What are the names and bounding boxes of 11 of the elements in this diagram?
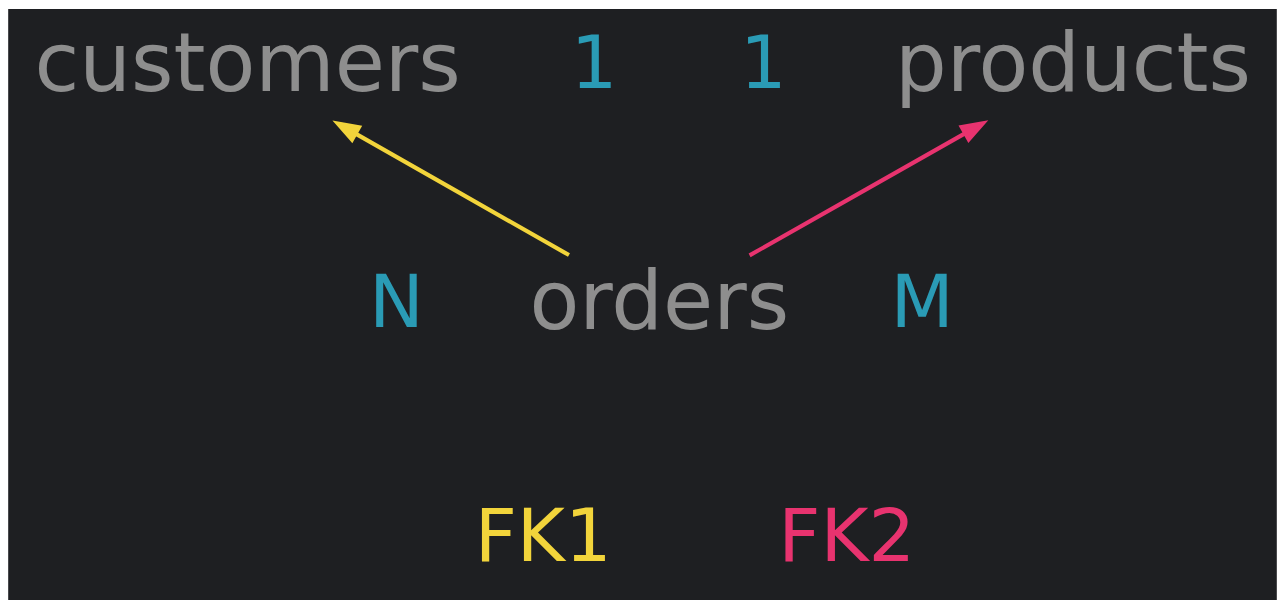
label: 1 [739, 19, 787, 105]
node-text: customers [34, 14, 461, 110]
label: M [890, 258, 954, 344]
label: FK2 [778, 492, 916, 578]
node-text: orders [529, 252, 790, 348]
label: FK1 [474, 492, 612, 578]
label: 1 [570, 19, 618, 105]
node-text: products [895, 14, 1251, 110]
label: N [368, 258, 424, 344]
arrow [332, 119, 570, 257]
arrow [748, 119, 989, 257]
